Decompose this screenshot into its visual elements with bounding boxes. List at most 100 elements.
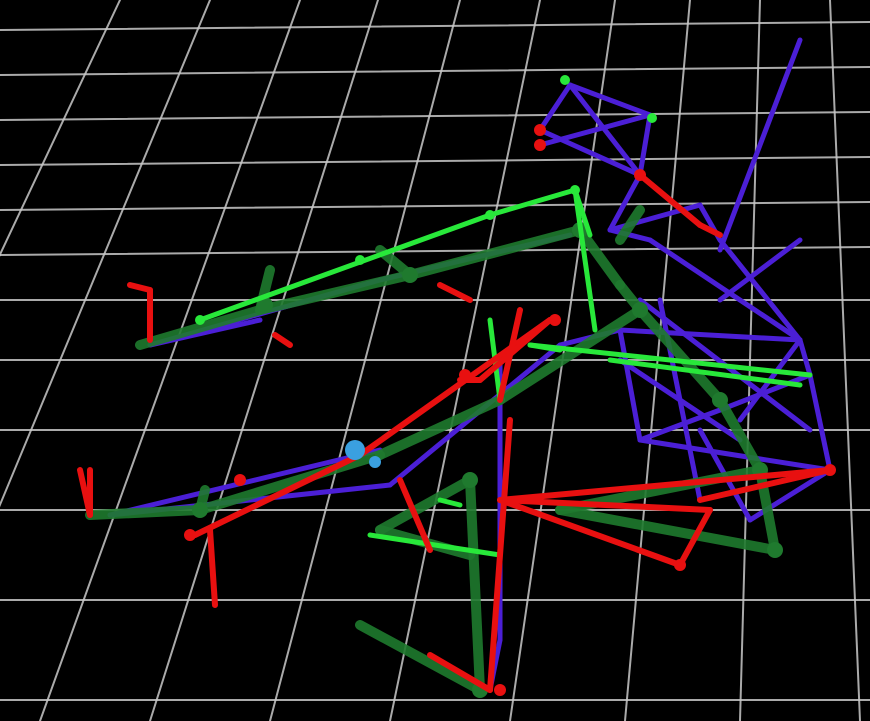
green-skeleton-bone [135, 305, 265, 350]
red-skeleton-bone [127, 282, 153, 293]
red-skeleton-bone [477, 317, 553, 383]
grid-line [0, 201, 870, 211]
green-skeleton-bone [555, 505, 780, 555]
blue-marker [369, 456, 381, 468]
bright-green-joint [485, 210, 495, 220]
purple-skeleton-bone [717, 37, 803, 253]
red-joint [494, 684, 506, 696]
red-skeleton-bone [637, 172, 703, 228]
green-skeleton-bone [195, 450, 385, 515]
purple-skeleton-bone [537, 82, 573, 133]
bright-green-skeleton-bone [527, 342, 813, 378]
bright-green-joint [355, 255, 365, 265]
purple-skeleton-bone [647, 237, 803, 343]
skeleton-group [77, 37, 836, 698]
red-joint [459, 369, 471, 381]
green-skeleton-bone [715, 395, 765, 475]
purple-skeleton-bone [607, 227, 653, 243]
purple-skeleton-bone [717, 237, 803, 303]
green-skeleton-bone [375, 475, 475, 535]
green-joint [462, 472, 478, 488]
green-skeleton-bone [615, 205, 645, 245]
bright-green-joint [647, 113, 657, 123]
green-joint [712, 392, 728, 408]
red-skeleton-bone [697, 222, 723, 238]
green-skeleton-bone [85, 505, 205, 520]
green-joint [632, 302, 648, 318]
green-skeleton-bone [495, 305, 645, 405]
red-joint [184, 529, 196, 541]
red-skeleton-bone [357, 317, 553, 458]
purple-skeleton-bone [797, 337, 813, 378]
purple-skeleton-bone [807, 372, 833, 473]
bright-green-skeleton-bone [527, 342, 563, 353]
bright-green-skeleton-bone [487, 187, 578, 218]
grid-line [389, 0, 541, 721]
bright-green-skeleton-bone [607, 357, 803, 388]
red-skeleton-bone [497, 497, 713, 513]
red-skeleton-bone [192, 452, 363, 538]
grid-line [0, 66, 870, 76]
red-skeleton-bone [697, 467, 833, 503]
bright-green-skeleton-bone [197, 212, 493, 323]
green-skeleton-bone [635, 305, 725, 405]
grid-line [149, 0, 379, 721]
red-skeleton-bone [427, 652, 493, 693]
blue-marker [345, 440, 365, 460]
purple-skeleton-bone [607, 172, 643, 233]
grid-line [0, 0, 121, 257]
red-skeleton-bone [497, 467, 833, 503]
green-skeleton-bone [575, 225, 625, 290]
bright-green-skeleton-bone [572, 187, 598, 333]
red-skeleton-bone [207, 527, 218, 608]
grid-line [0, 21, 870, 31]
red-skeleton-bone [437, 282, 473, 303]
red-joint [549, 314, 561, 326]
red-joint [824, 464, 836, 476]
bright-green-joint [570, 185, 580, 195]
grid-line [39, 0, 301, 721]
purple-skeleton-bone [717, 237, 803, 343]
purple-skeleton-bone [567, 82, 643, 178]
red-skeleton-bone [677, 507, 713, 568]
red-skeleton-bone [487, 417, 513, 693]
green-joint [767, 542, 783, 558]
bright-green-skeleton-bone [437, 497, 463, 508]
red-skeleton-bone [272, 332, 293, 348]
red-skeleton-bone [497, 307, 523, 403]
bright-green-skeleton-bone [367, 532, 503, 558]
purple-skeleton-bone [617, 327, 643, 443]
grid-line [0, 156, 870, 166]
purple-skeleton-bone [537, 127, 643, 178]
green-skeleton-bone [355, 620, 485, 695]
purple-skeleton-bone [567, 82, 653, 118]
purple-skeleton-bone [637, 112, 653, 178]
red-joint [674, 559, 686, 571]
purple-skeleton-bone [617, 327, 803, 343]
red-joint [234, 474, 246, 486]
green-joint [257, 297, 273, 313]
red-skeleton-bone [77, 467, 93, 518]
red-joint [534, 124, 546, 136]
green-skeleton-bone [375, 395, 505, 460]
grid-line [0, 0, 211, 508]
purple-skeleton-bone [637, 437, 833, 473]
bright-green-joint [195, 315, 205, 325]
green-skeleton-bone [405, 225, 585, 280]
grid-line [829, 0, 861, 721]
purple-skeleton-bone [537, 112, 653, 148]
grid-line [739, 0, 761, 721]
green-joint [192, 502, 208, 518]
grid-line [0, 111, 870, 121]
green-skeleton-bone [465, 475, 485, 695]
red-skeleton-bone [497, 497, 683, 568]
red-joint [634, 169, 646, 181]
red-joint [534, 139, 546, 151]
green-skeleton-bone [255, 270, 415, 315]
grid-line [269, 0, 461, 721]
red-skeleton-bone [397, 477, 433, 553]
green-joint [402, 267, 418, 283]
